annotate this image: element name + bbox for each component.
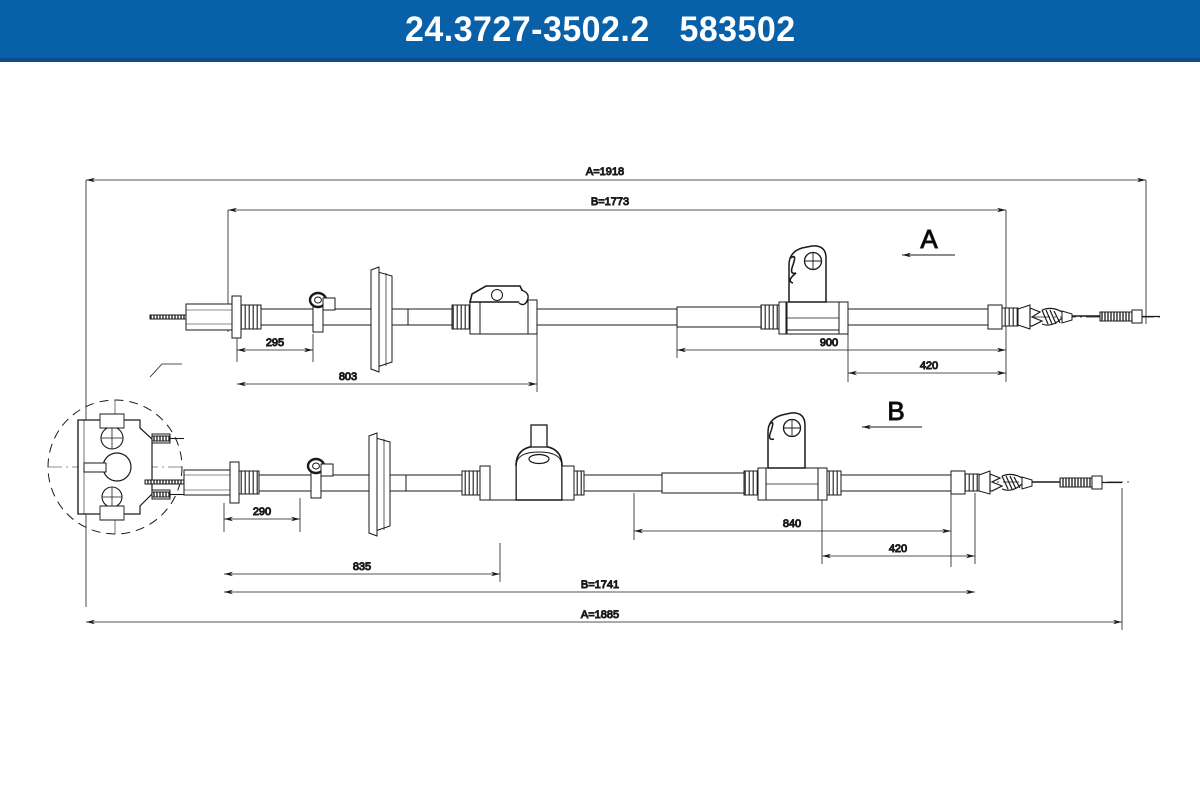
dimension-a-bottom xyxy=(86,488,1123,630)
damper-flange-b xyxy=(368,432,407,537)
dimension-290 xyxy=(223,498,301,532)
right-bracket-b xyxy=(743,412,842,501)
detail-cable-eye xyxy=(102,452,132,482)
mid-bracket-a xyxy=(451,285,538,335)
dimension-900 xyxy=(676,327,1006,358)
cable-grommet-clip-a xyxy=(308,291,336,333)
dimension-b-top xyxy=(227,207,1007,382)
dimension-label-803: 803 xyxy=(339,371,357,383)
sheath-start-a xyxy=(260,308,314,326)
sheath-b-2 xyxy=(405,474,463,492)
end-fitting-barrel-a xyxy=(185,303,233,331)
dimension-label-840: 840 xyxy=(783,518,801,530)
sheath-a-2 xyxy=(407,308,453,326)
technical-drawing: A=1918 B=1773 A xyxy=(0,62,1200,800)
end-ferrule-b xyxy=(238,470,260,495)
sheath-a-5 xyxy=(847,308,989,326)
dome-housing-b xyxy=(461,424,585,543)
sheath-a-4 xyxy=(676,306,762,328)
dimension-label-295: 295 xyxy=(266,337,284,349)
dimension-label-900: 900 xyxy=(820,337,838,349)
end-flange-a xyxy=(231,295,242,339)
dimension-a-top xyxy=(85,177,1147,607)
view-b-assembly: B xyxy=(86,396,1130,630)
dimension-835 xyxy=(224,543,501,582)
bracket-detail-circle xyxy=(47,363,184,535)
cable-tail-left-a xyxy=(149,314,187,320)
page-title: 24.3727-3502.2 583502 xyxy=(404,9,796,49)
section-marker-b: B xyxy=(862,396,922,430)
drawing-svg: A=1918 B=1773 A xyxy=(47,166,1160,630)
cable-grommet-clip-b xyxy=(306,457,334,499)
dimension-label-420-top: 420 xyxy=(920,360,938,372)
dimension-label-a-bottom: A=1885 xyxy=(581,609,619,621)
dimension-label-290: 290 xyxy=(253,506,271,518)
dimension-label-a-top: A=1918 xyxy=(586,166,624,178)
damper-flange-a xyxy=(370,266,409,373)
sheath-start-b xyxy=(258,474,312,492)
end-fitting-barrel-b xyxy=(183,469,231,496)
sheath-b-4 xyxy=(661,472,745,494)
sheath-a-3 xyxy=(536,308,678,326)
right-bracket-a xyxy=(760,245,849,335)
end-flange-b xyxy=(229,461,240,504)
dimension-label-b-top: B=1773 xyxy=(591,196,629,208)
header-bar: 24.3727-3502.2 583502 xyxy=(0,0,1200,62)
section-letter-b: B xyxy=(887,396,904,426)
dimension-420-bottom xyxy=(821,493,976,564)
dimension-803 xyxy=(237,334,538,392)
sheath-b-3 xyxy=(583,474,663,492)
view-a-assembly: A=1918 B=1773 A xyxy=(85,166,1160,607)
sheath-b-5 xyxy=(840,474,952,492)
dimension-label-420-bottom: 420 xyxy=(889,543,907,555)
dimension-420-top xyxy=(847,334,1006,382)
section-letter-a: A xyxy=(920,224,938,254)
adjuster-assembly-b xyxy=(950,470,1122,495)
dimension-295 xyxy=(236,334,314,362)
adjuster-assembly-a xyxy=(987,304,1160,330)
dimension-label-835: 835 xyxy=(353,561,371,573)
detail-leader-upper xyxy=(149,363,182,378)
dimension-label-b-bottom: B=1741 xyxy=(581,579,619,591)
end-ferrule-a xyxy=(240,304,262,330)
cable-tail-left-b xyxy=(144,479,185,485)
section-marker-a: A xyxy=(902,224,955,258)
